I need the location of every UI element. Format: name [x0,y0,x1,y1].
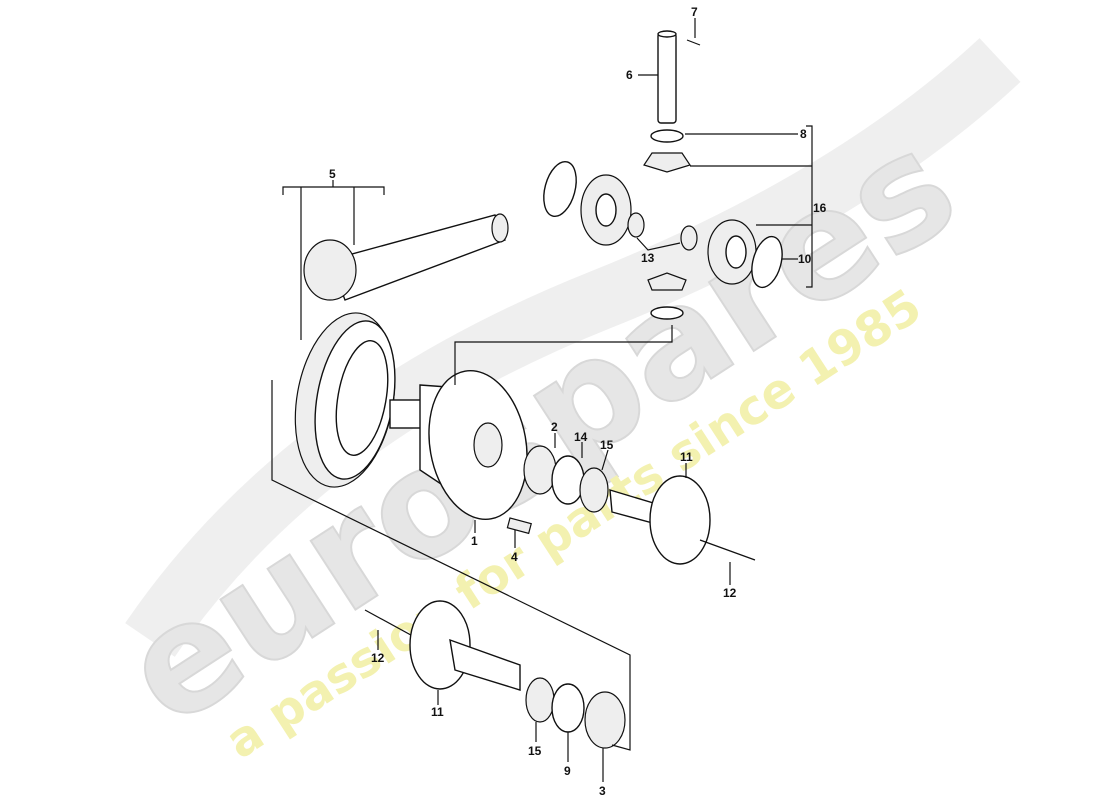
callout-12: 12 [723,586,737,600]
drive-flange [609,475,756,565]
ring-gear [294,312,396,488]
thrust-washer [650,306,684,320]
callout-2: 2 [551,420,558,434]
tapered-roller-bearing [584,691,626,749]
callout-4: 4 [511,550,518,564]
oil-seal [525,677,555,723]
callout-6: 6 [626,68,633,82]
thrust-washer [543,160,577,218]
oil-seal [579,467,609,513]
spacer [627,212,645,238]
differential-pinion-gear [643,152,691,173]
callout-16: 16 [813,201,827,215]
callout-13: 13 [641,251,655,265]
callout-5: 5 [329,167,336,181]
callout-11: 11 [680,450,693,464]
watermark: eurospares a passion for parts since 198… [94,38,1021,770]
tapered-roller-bearing [523,445,557,495]
callout-8: 8 [800,127,807,141]
callout-11: 11 [431,705,444,719]
shim [551,455,585,505]
callout-15: 15 [528,744,542,758]
callout-9: 9 [564,764,571,778]
watermark-swoosh [125,38,1021,657]
thrust-washer [650,129,684,143]
drive-flange [364,600,521,691]
callout-15: 15 [600,438,614,452]
differential-pinion-gear [647,272,687,291]
callout-14: 14 [574,430,588,444]
drive-pinion-shaft [303,213,509,301]
callout-12: 12 [371,651,385,665]
differential-pin [657,30,701,124]
spacer [680,225,698,251]
callout-10: 10 [798,252,812,266]
leader-lines [271,18,813,782]
bolt [506,517,532,535]
callout-7: 7 [691,5,698,19]
differential-housing [389,369,528,521]
callout-3: 3 [599,784,606,798]
shim [551,683,585,733]
watermark-brand: eurospares [95,98,985,760]
callout-1: 1 [471,534,478,548]
thrust-washer [751,235,783,289]
